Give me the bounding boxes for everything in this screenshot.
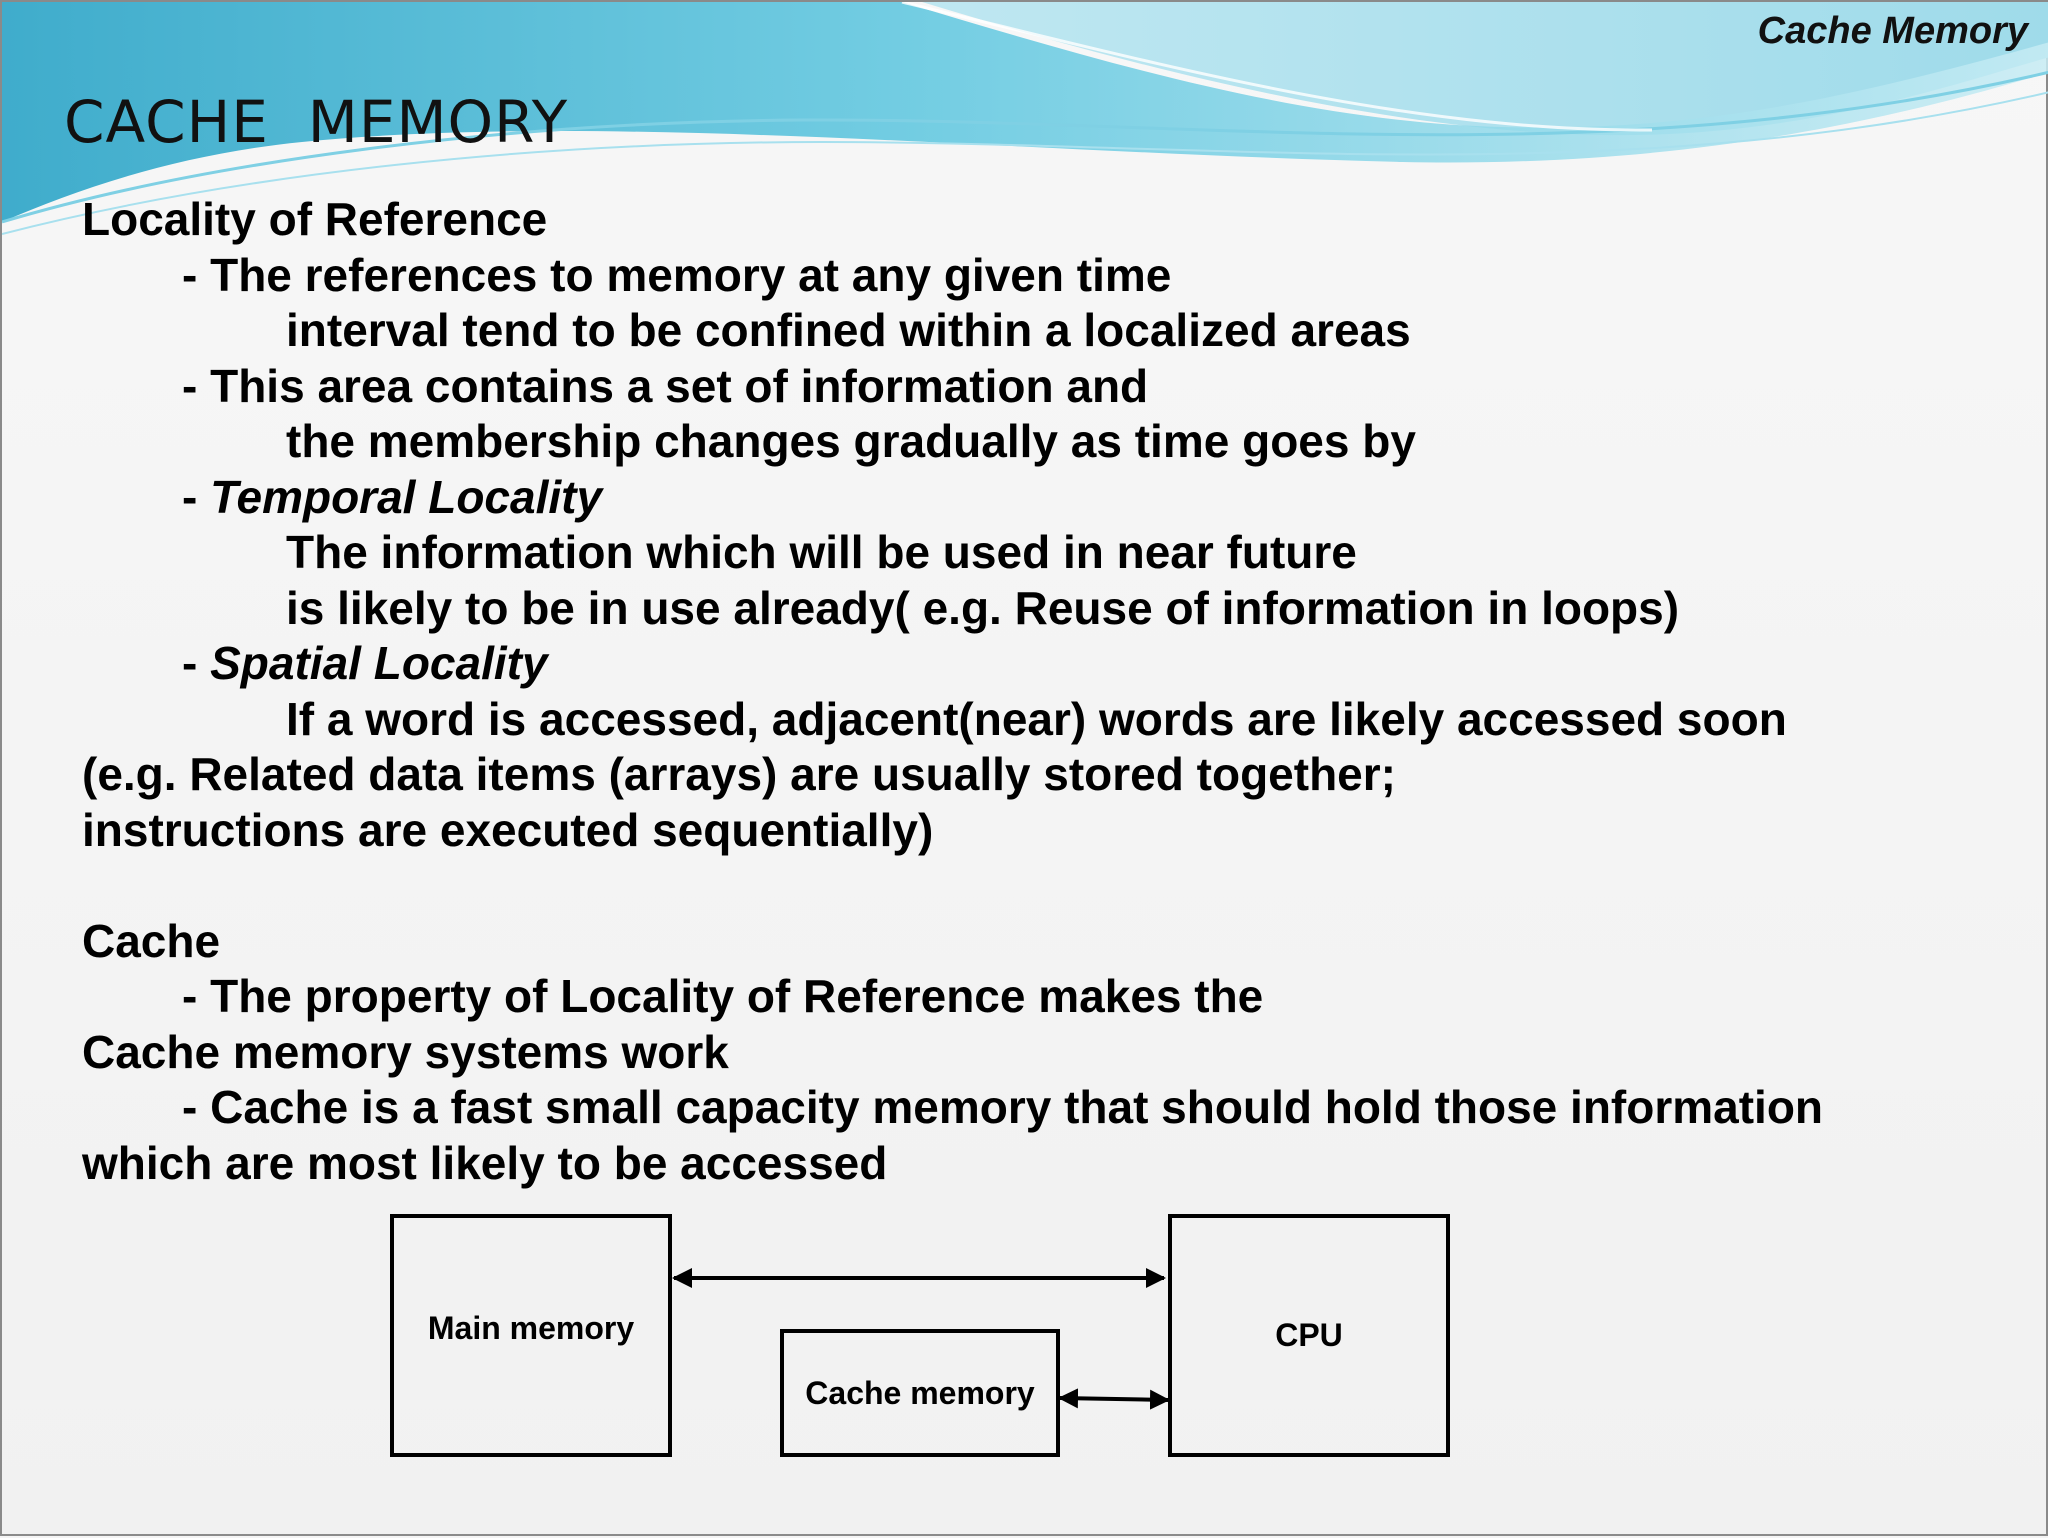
main-memory-label: Main memory xyxy=(427,1310,635,1346)
running-header-title: Cache Memory xyxy=(1757,10,2028,52)
body-line: Locality of Reference xyxy=(82,192,2032,248)
body-line-text: which are most likely to be accessed xyxy=(82,1136,888,1189)
body-line-text: - xyxy=(182,470,211,523)
body-line: - The property of Locality of Reference … xyxy=(82,969,2032,1025)
body-line: the membership changes gradually as time… xyxy=(82,414,2032,470)
body-line-emphasis: Spatial Locality xyxy=(210,637,548,689)
slide-body-text: Locality of Reference- The references to… xyxy=(82,192,2032,1191)
body-line-text: instructions are executed sequentially) xyxy=(82,803,934,856)
body-line-text: - The references to memory at any given … xyxy=(182,248,1172,301)
body-line: The information which will be used in ne… xyxy=(82,525,2032,581)
body-line: interval tend to be confined within a lo… xyxy=(82,303,2032,359)
body-line-text: - Cache is a fast small capacity memory … xyxy=(182,1081,1824,1133)
body-line: Cache memory systems work xyxy=(82,1025,2032,1081)
body-line-text: - This area contains a set of informatio… xyxy=(182,359,1149,412)
cache-memory-label: Cache memory xyxy=(805,1374,1035,1411)
body-line-text: - The property of Locality of Reference … xyxy=(182,970,1264,1022)
header-swoosh-decoration xyxy=(2,2,2048,235)
body-line-text: (e.g. Related data items (arrays) are us… xyxy=(82,748,1396,800)
body-line: Cache xyxy=(82,914,2032,970)
body-line: - This area contains a set of informatio… xyxy=(82,359,2032,415)
body-line: is likely to be in use already( e.g. Reu… xyxy=(82,581,2032,637)
body-line-text: - xyxy=(182,637,211,689)
body-line-text: The information which will be used in ne… xyxy=(286,526,1357,578)
body-line-text: is likely to be in use already( e.g. Reu… xyxy=(286,581,1680,634)
body-line-text: Cache xyxy=(82,914,221,967)
body-line-text: interval tend to be confined within a lo… xyxy=(286,304,1411,356)
body-line-emphasis: Temporal Locality xyxy=(210,470,603,523)
body-line: which are most likely to be accessed xyxy=(82,1136,2032,1192)
cache-memory-box: Cache memory xyxy=(780,1329,1060,1457)
cpu-box: CPU xyxy=(1168,1214,1450,1457)
cache-cpu-arrow xyxy=(1058,1388,1170,1410)
body-line-text: Cache memory systems work xyxy=(82,1025,729,1078)
body-line: - Spatial Locality xyxy=(82,636,2032,692)
cpu-label: CPU xyxy=(1275,1317,1343,1353)
main-memory-box: Main memory xyxy=(390,1214,672,1457)
body-line: (e.g. Related data items (arrays) are us… xyxy=(82,747,2032,803)
body-line: - Cache is a fast small capacity memory … xyxy=(82,1080,2032,1136)
body-line: instructions are executed sequentially) xyxy=(82,803,2032,859)
body-line-text: Locality of Reference xyxy=(82,193,548,245)
slide-title: CACHE MEMORY xyxy=(64,88,569,156)
body-line: If a word is accessed, adjacent(near) wo… xyxy=(82,692,2032,748)
body-line: - Temporal Locality xyxy=(82,470,2032,526)
body-line-text: the membership changes gradually as time… xyxy=(286,415,1416,467)
body-line-text: If a word is accessed, adjacent(near) wo… xyxy=(286,692,1787,745)
body-line: - The references to memory at any given … xyxy=(82,248,2032,304)
